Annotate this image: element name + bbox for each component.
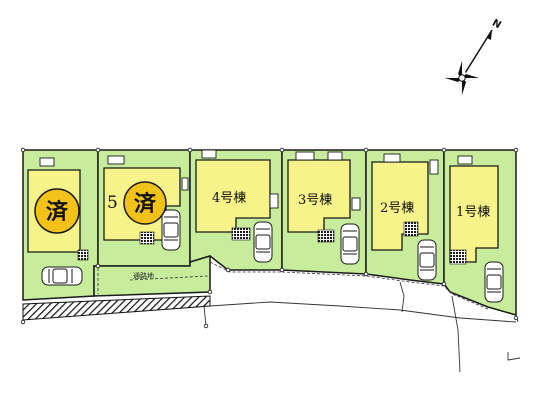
sold-circle (123, 181, 167, 225)
house-3 (287, 159, 351, 233)
lot-label-5: 5 (107, 193, 118, 213)
lot-label-1: 1号棟 (456, 205, 490, 220)
houses (27, 159, 499, 263)
car-icon (417, 239, 437, 281)
sold-mark-5: 済 (123, 181, 167, 225)
house-4 (195, 159, 271, 233)
car-icon (253, 221, 273, 263)
road-label: 通路地 (133, 271, 154, 280)
lot-label-2: 2号棟 (380, 201, 414, 216)
retaining-wall-hatch (22, 295, 211, 321)
road-parcel (93, 254, 211, 297)
parking-cars (41, 209, 504, 303)
car-icon (41, 266, 83, 286)
lot-label-4: 4号棟 (212, 191, 246, 206)
north-arrow: N (445, 18, 503, 95)
north-arrow-head (487, 30, 492, 40)
road-edges (203, 281, 521, 373)
compass-star-icon (445, 61, 479, 95)
boundary-markers (20, 147, 519, 329)
north-label: N (490, 18, 503, 32)
setback-lines (97, 261, 489, 310)
lot-label-3: 3号棟 (298, 193, 332, 208)
car-icon (484, 261, 504, 303)
sold-mark-text: 済 (46, 199, 69, 225)
entrance-tiles (77, 221, 467, 265)
sold-circle (34, 188, 80, 234)
sold-mark-text: 済 (134, 191, 157, 217)
car-icon (340, 223, 360, 265)
car-icon (161, 209, 181, 251)
utility-boxes (39, 149, 473, 211)
sold-mark-left: 済 (34, 188, 80, 234)
